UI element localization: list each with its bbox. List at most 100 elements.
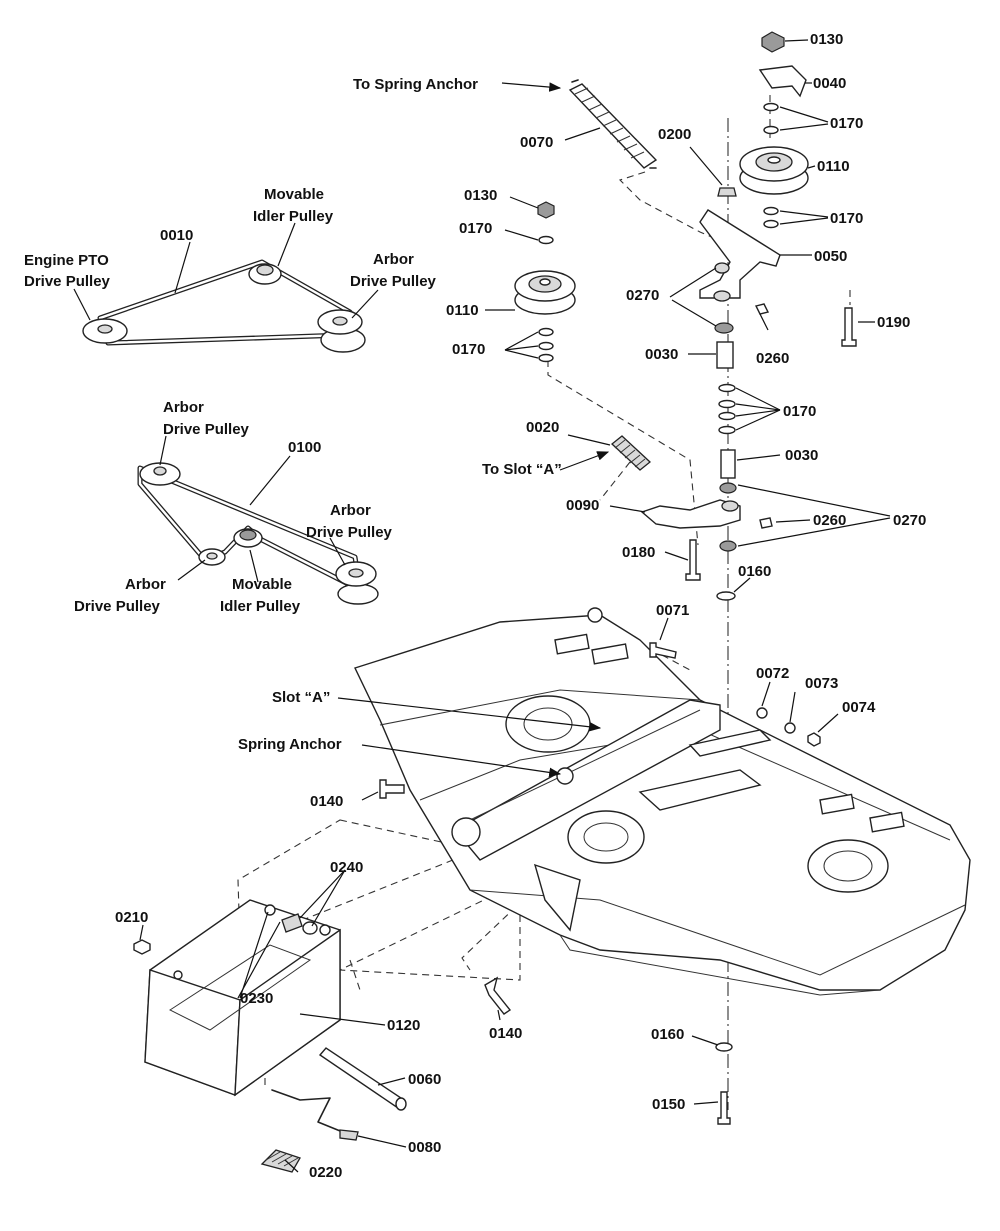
- belt-diagram-2: [137, 462, 379, 605]
- idler-arm-0050: [699, 209, 781, 299]
- part-0050: 0050: [814, 248, 847, 265]
- part-0073: 0073: [805, 675, 838, 692]
- part-0060: 0060: [408, 1071, 441, 1088]
- movable-idler-pulley-1: [248, 263, 282, 285]
- part-0260-a: 0260: [756, 350, 789, 367]
- part-0030-a: 0030: [645, 346, 678, 363]
- arbor-drive-pulley-1: [317, 309, 366, 353]
- nut-0210: [133, 939, 151, 955]
- label-arbor-3b: Drive Pulley: [306, 524, 393, 541]
- link-0080: [271, 1089, 359, 1141]
- part-0020: 0020: [526, 419, 559, 436]
- part-0110-left: 0110: [446, 302, 479, 319]
- engine-pto-drive-pulley: [82, 318, 128, 344]
- label-engine-pto-a: Engine PTO: [24, 252, 109, 269]
- label-to-spring-anchor: To Spring Anchor: [353, 76, 478, 93]
- arbor-drive-pulley-2: [139, 462, 181, 486]
- part-0200: 0200: [658, 126, 691, 143]
- belt-diagram-1: [82, 259, 366, 353]
- label-arbor-4b: Drive Pulley: [74, 598, 161, 615]
- bolt-0140-bottom: [484, 976, 512, 1015]
- bolt-0150: [717, 1091, 731, 1125]
- part-0230: 0230: [240, 990, 273, 1007]
- grease-fitting-0260-bottom: [759, 517, 773, 529]
- part-0170-b: 0170: [830, 210, 863, 227]
- label-arbor-2a: Arbor: [163, 399, 204, 416]
- part-0110-right: 0110: [817, 158, 850, 175]
- hex-nut-0130-top: [761, 31, 785, 53]
- part-0160-a: 0160: [738, 563, 771, 580]
- bolt-0140-top: [379, 779, 405, 799]
- hex-nut-0130-left: [537, 201, 555, 219]
- idler-pulley-0110-right: [739, 146, 809, 195]
- label-arbor-4a: Arbor: [125, 576, 166, 593]
- part-0100: 0100: [288, 439, 321, 456]
- part-0180: 0180: [622, 544, 655, 561]
- movable-idler-pulley-2: [233, 528, 263, 548]
- bolt-0071: [649, 642, 677, 659]
- leader-lines: [73, 39, 891, 1173]
- nut-0074: [807, 732, 821, 747]
- mower-deck-housing: [354, 607, 971, 996]
- bolt-0190: [841, 307, 857, 347]
- left-pulley-stack: [514, 201, 576, 363]
- part-0074: 0074: [842, 699, 876, 716]
- part-0120: 0120: [387, 1017, 420, 1034]
- callout-labels: To Spring Anchor Movable Idler Pulley En…: [24, 31, 926, 1181]
- part-0270-b: 0270: [893, 512, 926, 529]
- spacer-0030-bottom: [720, 449, 736, 479]
- idler-pulley-0110-left: [514, 270, 576, 315]
- mounting-bracket-0120: [144, 899, 341, 1097]
- washer-0073: [784, 722, 796, 734]
- label-movable-idler-1b: Idler Pulley: [253, 208, 334, 225]
- idler-arm-assembly: [640, 31, 857, 1125]
- fitting-0200: [717, 187, 737, 197]
- part-0040: 0040: [813, 75, 846, 92]
- label-arbor-1b: Drive Pulley: [350, 273, 437, 290]
- part-0210: 0210: [115, 909, 148, 926]
- grease-fitting-0260-top: [754, 303, 770, 315]
- spring-0220: [260, 1149, 301, 1173]
- label-movable-idler-2a: Movable: [232, 576, 292, 593]
- part-0130-left: 0130: [464, 187, 497, 204]
- spacer-0030-top: [716, 341, 734, 369]
- part-0260-b: 0260: [813, 512, 846, 529]
- label-arbor-3a: Arbor: [330, 502, 371, 519]
- part-0160-b: 0160: [651, 1026, 684, 1043]
- part-0090: 0090: [566, 497, 599, 514]
- label-slot-a: Slot “A”: [272, 689, 330, 706]
- washer-0072: [756, 707, 768, 719]
- label-spring-anchor: Spring Anchor: [238, 736, 342, 753]
- part-0080: 0080: [408, 1139, 441, 1156]
- part-0220: 0220: [309, 1164, 342, 1181]
- part-0190: 0190: [877, 314, 910, 331]
- part-0170-left-top: 0170: [459, 220, 492, 237]
- bolt-0180: [685, 539, 701, 581]
- part-0130-top: 0130: [810, 31, 843, 48]
- part-0140-a: 0140: [310, 793, 343, 810]
- arbor-drive-pulley-4: [335, 561, 379, 605]
- part-0030-b: 0030: [785, 447, 818, 464]
- part-0150: 0150: [652, 1096, 685, 1113]
- label-to-slot-a: To Slot “A”: [482, 461, 562, 478]
- part-0170-c: 0170: [783, 403, 816, 420]
- part-0270-a: 0270: [626, 287, 659, 304]
- label-arbor-2b: Drive Pulley: [163, 421, 250, 438]
- part-0170-left-bot: 0170: [452, 341, 485, 358]
- spring-0070: [568, 79, 658, 169]
- part-0010: 0010: [160, 227, 193, 244]
- idler-arm-0090: [640, 499, 741, 529]
- pivot-rod-0060: [318, 1047, 407, 1111]
- spring-0020: [611, 435, 651, 471]
- label-movable-idler-1a: Movable: [264, 186, 324, 203]
- bushing-0240: [281, 913, 303, 933]
- part-0072: 0072: [756, 665, 789, 682]
- arbor-drive-pulley-3: [198, 548, 226, 566]
- part-0140-b: 0140: [489, 1025, 522, 1042]
- part-0170-a: 0170: [830, 115, 863, 132]
- bracket-0040: [758, 65, 807, 98]
- part-0071: 0071: [656, 602, 689, 619]
- label-engine-pto-b: Drive Pulley: [24, 273, 111, 290]
- part-0070: 0070: [520, 134, 553, 151]
